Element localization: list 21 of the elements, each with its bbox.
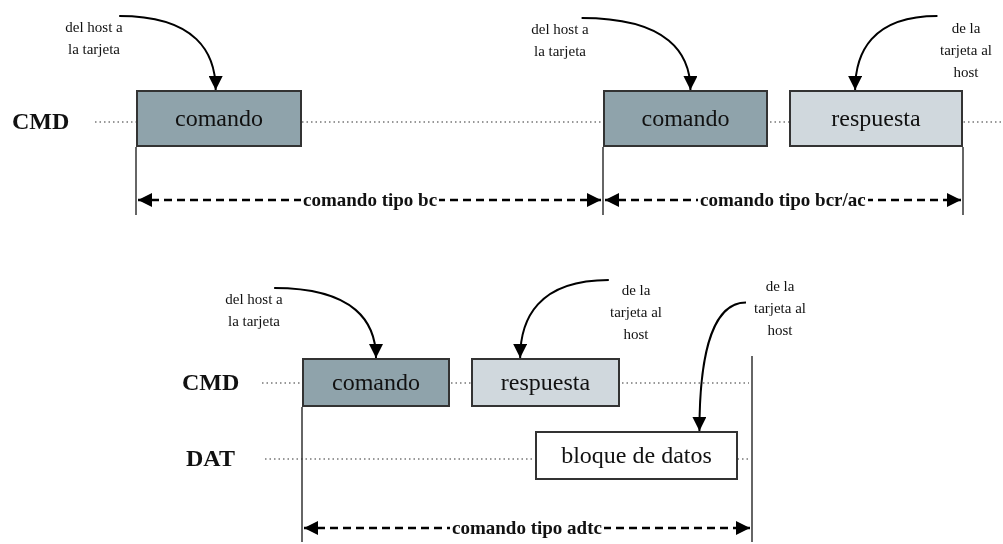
annotation-text: del host a la tarjeta (218, 288, 290, 334)
curved-arrow (580, 17, 697, 91)
response-box: respuesta (471, 358, 620, 407)
annotation-text: del host a la tarjeta (524, 18, 596, 64)
response-box: respuesta (789, 90, 963, 147)
annotation-text: de la tarjeta al host (932, 16, 1000, 86)
annotation-text: del host a la tarjeta (58, 16, 130, 62)
command-box: comando (136, 90, 302, 147)
curved-arrow (118, 15, 223, 91)
curved-arrow (848, 15, 939, 91)
annotation-text: de la tarjeta al host (602, 280, 670, 346)
data-block-box: bloque de datos (535, 431, 738, 480)
annotation-text: de la tarjeta al host (746, 276, 814, 342)
curved-arrow (513, 279, 610, 359)
signal-name: CMD (12, 108, 70, 135)
curved-arrow (692, 301, 747, 432)
signal-name: CMD (182, 369, 240, 396)
command-box: comando (302, 358, 450, 407)
signal-name: DAT (186, 445, 235, 472)
curved-arrow (273, 287, 383, 359)
command-box: comando (603, 90, 768, 147)
